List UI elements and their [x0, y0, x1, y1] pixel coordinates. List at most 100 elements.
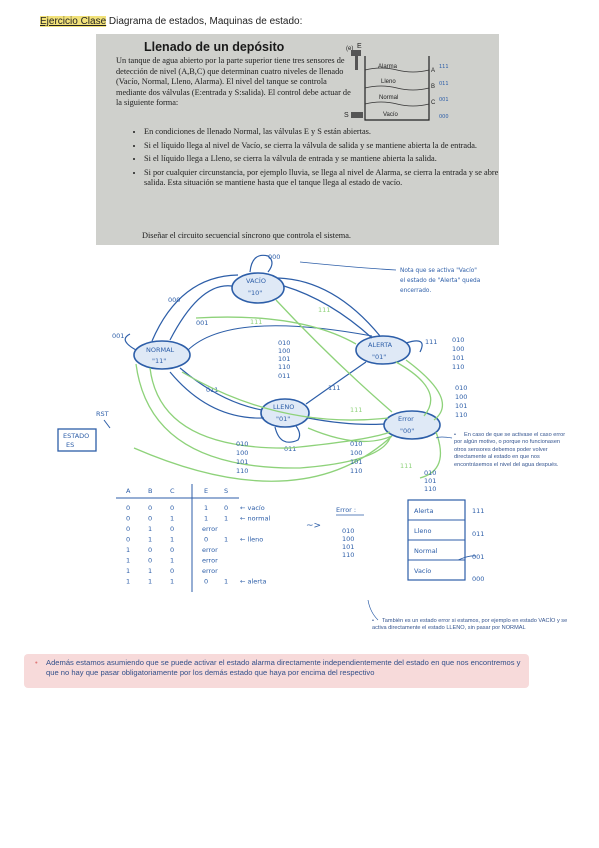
arc-label: 011: [206, 386, 218, 394]
truth-table-cell: 0: [224, 504, 228, 512]
truth-table-cell: 1: [224, 515, 228, 523]
error-code: 010: [342, 527, 354, 535]
truth-table-cell: 0: [204, 578, 208, 586]
svg-text:(e): (e): [346, 46, 353, 52]
start-box-line: ES: [66, 441, 74, 449]
code: 110: [278, 363, 290, 371]
state-lleno-code: "01": [276, 415, 290, 423]
tt-header: E: [204, 487, 208, 495]
arc-label: 000: [168, 296, 180, 304]
callout-text: Además estamos asumiendo que se puede ac…: [46, 658, 521, 677]
truth-table-cell: error: [202, 525, 218, 533]
truth-table-rows: 0 0 0 1 0 ← vacío 0 0 1 1 1 ← normal 0 1 0 error 0 1 1 0 1 ← …: [126, 504, 270, 586]
truth-table-cell: 1: [148, 525, 152, 533]
truth-table-cell: 0: [170, 504, 174, 512]
truth-table-note: ← alerta: [240, 578, 267, 586]
arc-label: 111: [318, 306, 330, 314]
truth-table-cell: 0: [126, 515, 130, 523]
truth-table-cell: 0: [148, 515, 152, 523]
top-note-line: el estado de "Alerta" queda: [400, 278, 481, 284]
error-code: 100: [342, 535, 354, 543]
arc-label: 111: [250, 318, 262, 326]
arc-label: 011: [284, 445, 296, 453]
truth-table-cell: 1: [126, 557, 130, 565]
problem-footer: Diseñar el circuito secuencial síncrono …: [142, 231, 351, 240]
truth-table: A B C E S: [126, 487, 228, 495]
state-normal: [133, 340, 191, 370]
truth-table-cell: 1: [170, 578, 174, 586]
truth-table-note: ← vacío: [240, 504, 265, 512]
tt-header: B: [148, 487, 152, 495]
mini-tank-level: Lleno: [414, 527, 432, 535]
code: 010: [455, 384, 467, 392]
sensor-c: C: [431, 100, 436, 106]
mini-tank-level: Normal: [414, 547, 438, 555]
mini-tank-code: 000: [472, 575, 484, 583]
tank-code: 011: [439, 81, 449, 87]
tank-level-vacio: Vacío: [383, 112, 399, 118]
assumption-callout: • Además estamos asumiendo que se puede …: [24, 654, 529, 688]
code: 010: [350, 440, 362, 448]
state-lleno-name: LLENO: [273, 403, 294, 411]
truth-table-cell: 1: [126, 578, 130, 586]
truth-table-cell: error: [202, 567, 218, 575]
alarm-note: •También es un estado error si estamos, …: [372, 618, 568, 632]
mini-tank-code: 111: [472, 507, 484, 515]
arc-label: 000: [268, 253, 280, 261]
tank-code: 001: [439, 97, 449, 103]
code: 110: [452, 363, 464, 371]
code: 011: [278, 372, 290, 380]
arc-label: 001: [112, 332, 124, 340]
code: 101: [236, 458, 248, 466]
truth-table-cell: 0: [126, 504, 130, 512]
valve-s-label: S: [344, 112, 349, 119]
start-box-line: ESTADO: [63, 432, 89, 440]
tank-code: 000: [439, 114, 449, 120]
code: 101: [350, 458, 362, 466]
truth-table-cell: error: [202, 546, 218, 554]
tank-diagram: (e) E Alarma Lleno Normal Vacío S A B C …: [344, 43, 449, 121]
tt-header: S: [224, 487, 228, 495]
truth-table-cell: 0: [126, 536, 130, 544]
arc-label: 111: [400, 462, 412, 470]
code: 010: [278, 339, 290, 347]
tank-code: 111: [439, 64, 449, 70]
state-alerta: [355, 335, 411, 365]
code: 110: [236, 467, 248, 475]
mini-tank-code: 011: [472, 530, 484, 538]
problem-bullets: En condiciones de llenado Normal, las vá…: [116, 127, 499, 192]
start-box: [57, 428, 97, 452]
mini-tank-level: Vacío: [414, 567, 431, 575]
truth-table-cell: 0: [148, 504, 152, 512]
bullet-item: Si el líquido llega al nivel de Vacío, s…: [144, 141, 499, 152]
code: 010: [424, 469, 436, 477]
arc-label: 111: [350, 406, 362, 414]
truth-table-cell: 0: [170, 567, 174, 575]
top-note-line: encerrado.: [400, 288, 431, 294]
alarm-note-text: También es un estado error si estamos, p…: [372, 618, 568, 632]
truth-table-cell: 0: [204, 536, 208, 544]
state-error-code: "00": [400, 427, 414, 435]
truth-table-cell: 0: [148, 546, 152, 554]
sensor-b: B: [431, 84, 435, 90]
code: 100: [455, 393, 467, 401]
truth-table-cell: 1: [170, 536, 174, 544]
arc-label: 111: [425, 338, 437, 346]
truth-table-cell: error: [202, 557, 218, 565]
tank-level-normal: Normal: [379, 95, 398, 101]
truth-table-cell: 1: [224, 536, 228, 544]
code: 100: [236, 449, 248, 457]
state-normal-code: "11": [152, 357, 166, 365]
state-error-name: Error: [398, 415, 414, 423]
truth-table-note: ← normal: [240, 515, 270, 523]
code: 100: [452, 345, 464, 353]
truth-table-cell: 1: [126, 567, 130, 575]
tank-level-lleno: Lleno: [381, 79, 396, 85]
truth-table-cell: 1: [224, 578, 228, 586]
bullet-item: En condiciones de llenado Normal, las vá…: [144, 127, 499, 138]
truth-table-cell: 0: [170, 525, 174, 533]
error-list-label: Error :: [336, 506, 356, 514]
top-note-line: Nota que se activa "Vacío": [400, 267, 477, 274]
truth-table-cell: 0: [126, 525, 130, 533]
